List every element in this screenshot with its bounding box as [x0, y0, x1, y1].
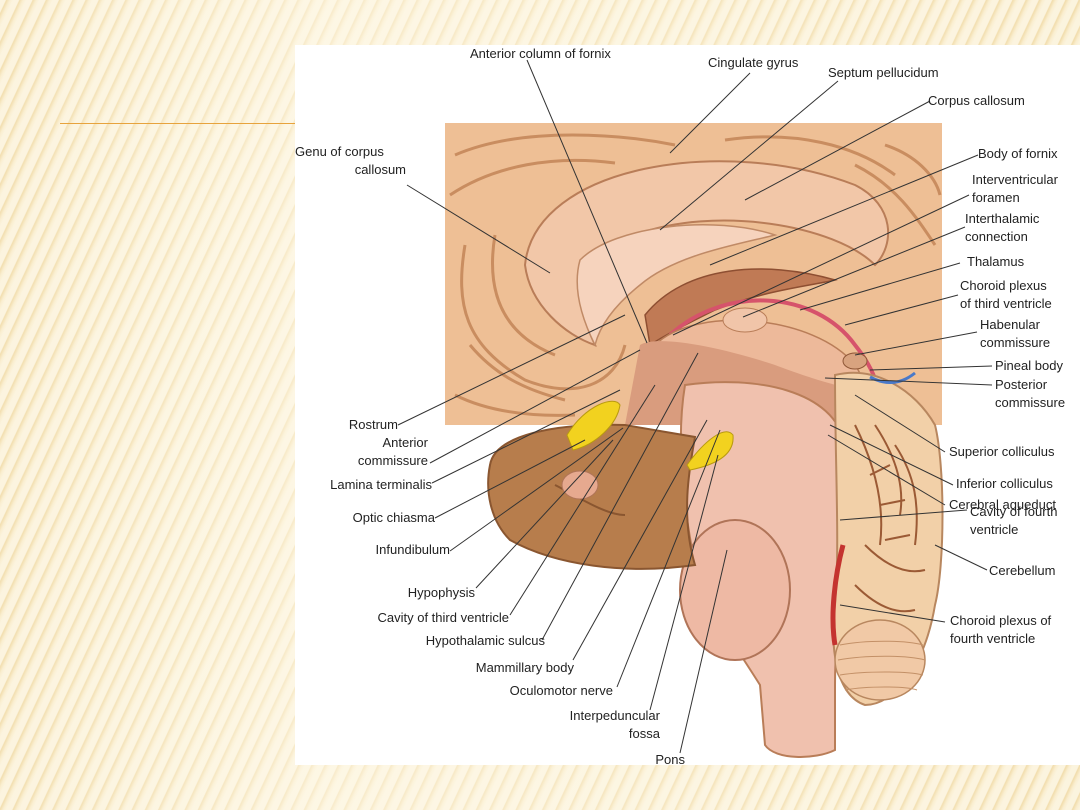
label-interthalamic-line1: Interthalamic [965, 211, 1040, 226]
posterior-commissure-shape [869, 371, 916, 384]
temporal-lobe [487, 423, 697, 570]
label-cavity4-line2: ventricle [970, 522, 1018, 537]
interthalamic-connection-shape [722, 307, 768, 333]
label-interpeduncular-line2: fossa [629, 726, 661, 741]
label-corpus-callosum: Corpus callosum [928, 93, 1025, 108]
label-pons: Pons [655, 752, 685, 765]
choroid-plexus-fourth [830, 544, 846, 646]
label-anterior-commissure-line1: Anterior [382, 435, 428, 450]
label-cavity-third-ventricle: Cavity of third ventricle [378, 610, 510, 625]
pineal-shape [842, 352, 868, 370]
label-superior-colliculus: Superior colliculus [949, 444, 1055, 459]
pons-shape [679, 519, 791, 661]
label-thalamus: Thalamus [967, 254, 1025, 269]
label-cerebellum: Cerebellum [989, 563, 1055, 578]
title-rule [60, 123, 300, 124]
label-body-of-fornix: Body of fornix [978, 146, 1058, 161]
label-pineal-body: Pineal body [995, 358, 1063, 373]
label-habenular-line1: Habenular [980, 317, 1041, 332]
label-cavity4-line1: Cavity of fourth [970, 504, 1057, 519]
label-habenular-line2: commissure [980, 335, 1050, 350]
arbor-vitae [854, 424, 926, 613]
label-hypophysis: Hypophysis [408, 585, 476, 600]
brain-figure: Anterior column of fornix Cingulate gyru… [295, 45, 1080, 765]
optic-chiasma-shape [566, 400, 621, 451]
hypophysis-shape [561, 470, 599, 500]
label-choroid4-line2: fourth ventricle [950, 631, 1035, 646]
oculomotor-shape [686, 431, 734, 471]
label-anterior-column-of-fornix: Anterior column of fornix [470, 46, 611, 61]
label-interthalamic-line2: connection [965, 229, 1028, 244]
label-infundibulum: Infundibulum [376, 542, 450, 557]
label-choroid3-line1: Choroid plexus [960, 278, 1047, 293]
label-cerebral-aqueduct: Cerebral aqueduct [949, 497, 1056, 512]
label-cingulate-gyrus: Cingulate gyrus [708, 55, 799, 70]
label-posterior-line2: commissure [995, 395, 1065, 410]
label-interventricular-line1: Interventricular [972, 172, 1059, 187]
label-mammillary-body: Mammillary body [476, 660, 575, 675]
leader-lines [397, 59, 993, 754]
label-hypothalamic-sulcus: Hypothalamic sulcus [426, 633, 546, 648]
label-anterior-commissure-line2: commissure [358, 453, 428, 468]
brain-diagram: Anterior column of fornix Cingulate gyru… [295, 46, 1065, 765]
septum-pellucidum [576, 224, 778, 348]
label-interventricular-line2: foramen [972, 190, 1020, 205]
label-rostrum: Rostrum [349, 417, 398, 432]
label-optic-chiasma: Optic chiasma [353, 510, 436, 525]
label-posterior-line1: Posterior [995, 377, 1048, 392]
label-choroid3-line2: of third ventricle [960, 296, 1052, 311]
label-septum-pellucidum: Septum pellucidum [828, 65, 939, 80]
label-inferior-colliculus: Inferior colliculus [956, 476, 1053, 491]
label-oculomotor-nerve: Oculomotor nerve [510, 683, 613, 698]
label-interpeduncular-line1: Interpeduncular [570, 708, 661, 723]
label-genu-line2: callosum [355, 162, 406, 177]
label-lamina-terminalis: Lamina terminalis [330, 477, 432, 492]
label-genu-line1: Genu of corpus [295, 144, 384, 159]
label-choroid4-line1: Choroid plexus of [950, 613, 1052, 628]
